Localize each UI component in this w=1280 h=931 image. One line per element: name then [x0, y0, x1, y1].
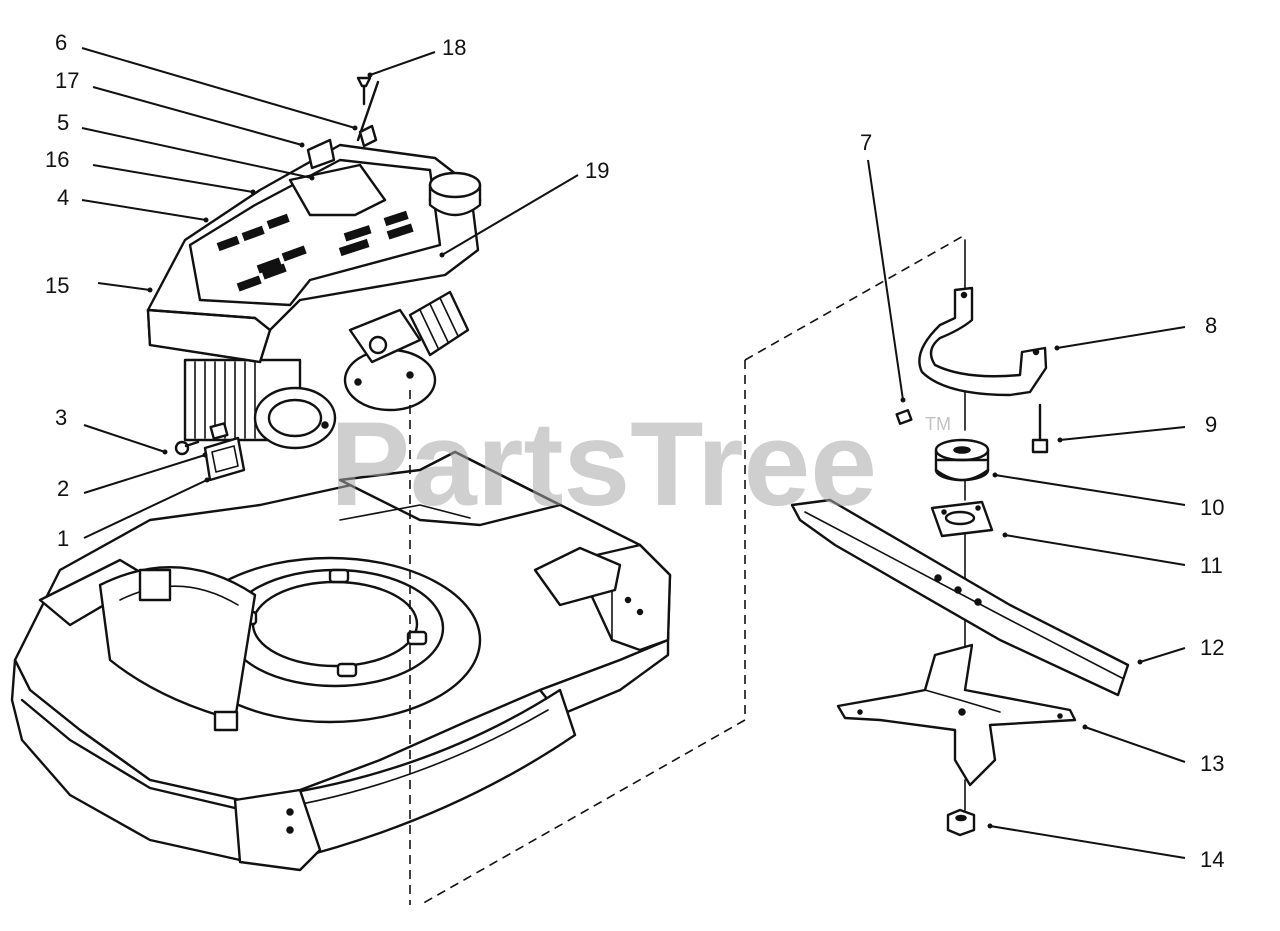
vent-slots — [216, 210, 414, 292]
mower-deck-drawing — [10, 450, 672, 872]
callout-7: 7 — [860, 130, 872, 155]
callout-labels: 6 17 5 16 4 15 3 2 1 18 19 7 8 9 10 11 1… — [45, 30, 1224, 872]
callout-10: 10 — [1200, 495, 1224, 520]
engine-drawing — [146, 76, 482, 482]
callout-3: 3 — [55, 405, 67, 430]
callout-17: 17 — [55, 68, 79, 93]
callout-1: 1 — [57, 526, 69, 551]
starter-ribs — [419, 297, 459, 349]
watermark-text: PartsTree — [330, 397, 877, 531]
callout-18: 18 — [442, 35, 466, 60]
watermark: PartsTree TM — [330, 397, 951, 531]
callout-6: 6 — [55, 30, 67, 55]
watermark-trademark: TM — [925, 414, 951, 434]
callout-19: 19 — [585, 158, 609, 183]
assembly-axis-lines — [409, 234, 966, 906]
callout-8: 8 — [1205, 313, 1217, 338]
callout-4: 4 — [57, 185, 69, 210]
callout-11: 11 — [1200, 553, 1223, 578]
callout-12: 12 — [1200, 635, 1224, 660]
callout-2: 2 — [57, 476, 69, 501]
blade-assembly-drawing — [790, 239, 1130, 837]
callout-13: 13 — [1200, 751, 1224, 776]
callout-5: 5 — [57, 110, 69, 135]
callout-9: 9 — [1205, 412, 1217, 437]
callout-14: 14 — [1200, 847, 1224, 872]
callout-16: 16 — [45, 147, 69, 172]
leader-lines — [81, 47, 1186, 859]
callout-15: 15 — [45, 273, 69, 298]
